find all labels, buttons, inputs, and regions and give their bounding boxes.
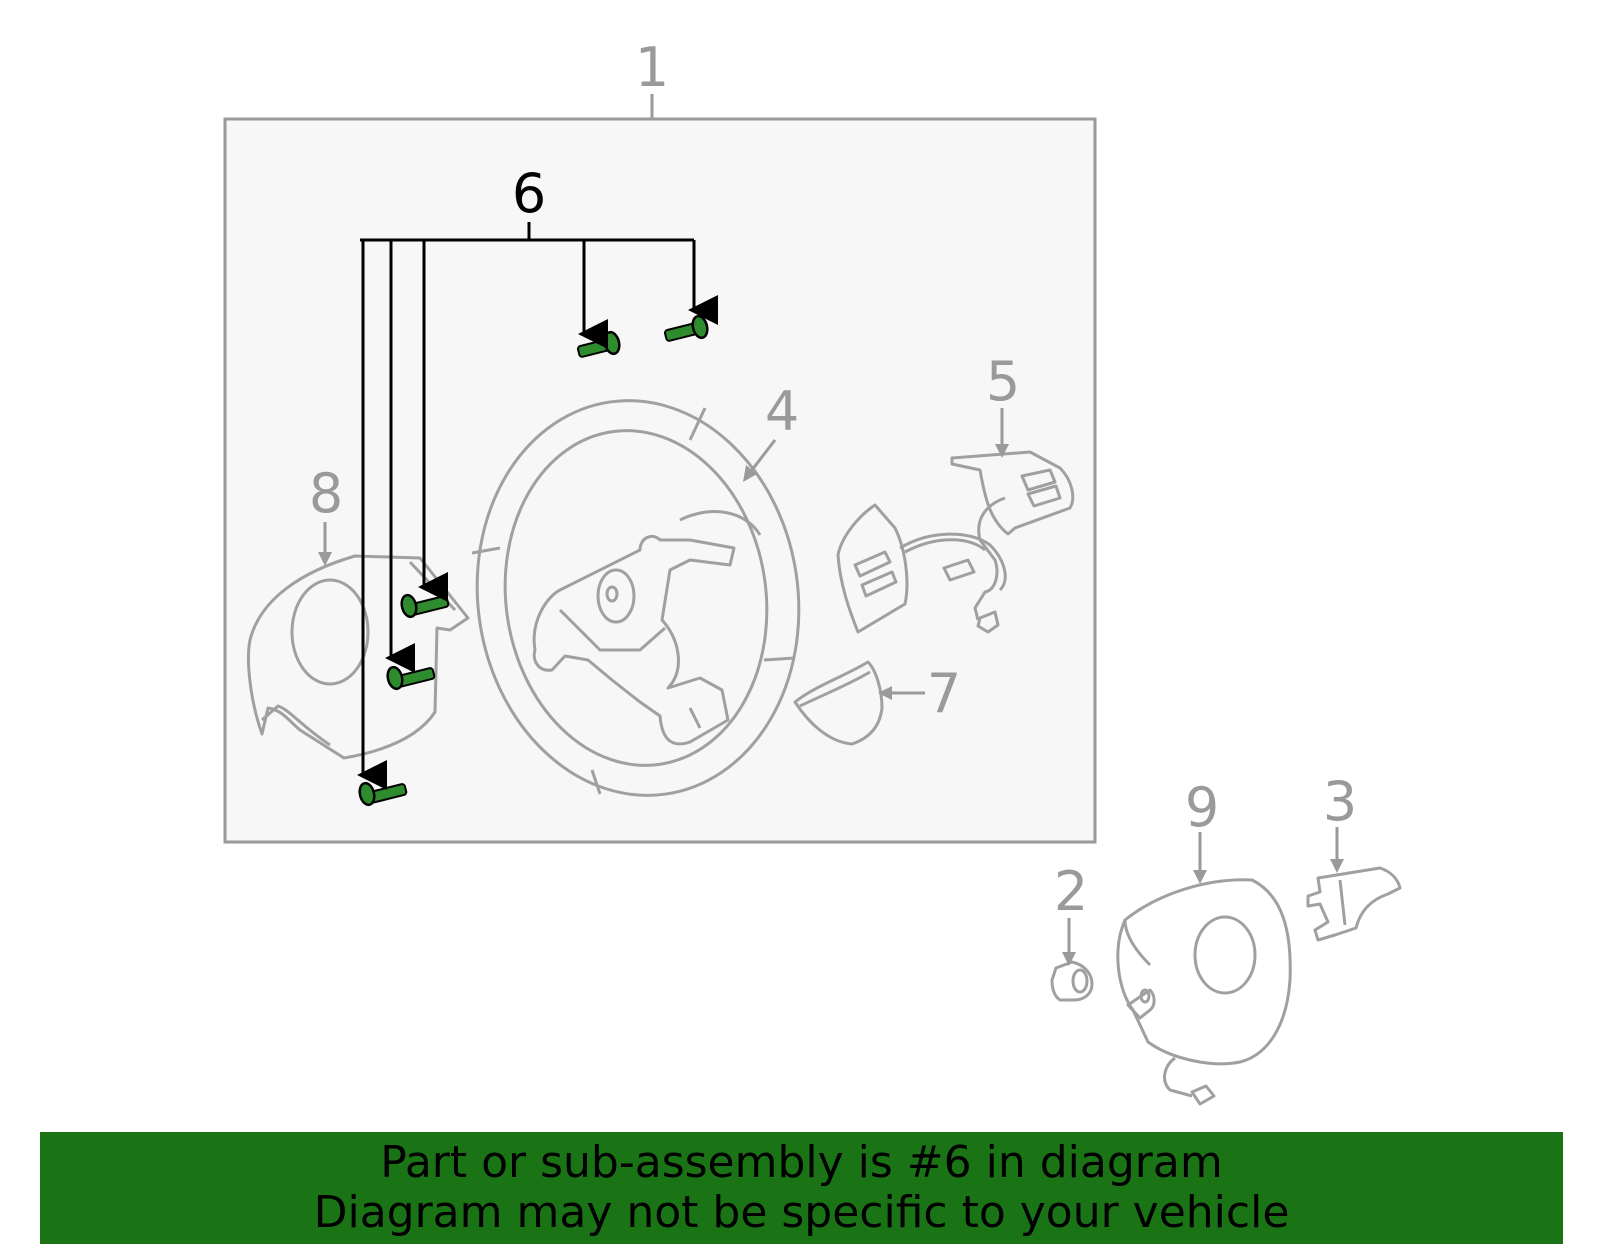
- callout-5-label: 5: [986, 350, 1020, 413]
- callout-5-arrowhead: [995, 444, 1009, 458]
- callout-6-leader-tree: [357, 222, 718, 790]
- callout-2-arrowhead: [1062, 952, 1076, 966]
- part-3-bracket[interactable]: [1306, 866, 1402, 942]
- assembly-box: [223, 117, 1097, 844]
- callout-1-label: 1: [635, 36, 669, 99]
- callout-9-arrowhead: [1193, 870, 1207, 884]
- callout-6-label: 6: [512, 162, 546, 225]
- part-4-steering-wheel[interactable]: [452, 380, 824, 817]
- callout-4-leader: [750, 439, 777, 471]
- part-2-nut[interactable]: [1050, 960, 1094, 1002]
- callout-3-label: 3: [1323, 770, 1357, 833]
- callout-2-label: 2: [1054, 860, 1088, 923]
- callout-7-label: 7: [927, 662, 961, 725]
- part-6-bolts[interactable]: [358, 314, 710, 807]
- banner-line-part: Part or sub-assembly is #6 in diagram: [380, 1137, 1223, 1188]
- part-9-airbag-module[interactable]: [1116, 878, 1292, 1106]
- callout-3-arrowhead: [1330, 859, 1344, 873]
- callout-9-label: 9: [1185, 776, 1219, 839]
- callout-4-arrowhead: [743, 465, 757, 482]
- info-banner: Part or sub-assembly is #6 in diagram Di…: [40, 1132, 1563, 1244]
- part-7-trim-cover[interactable]: [793, 660, 884, 746]
- part-5-switch-assembly[interactable]: [836, 450, 1075, 634]
- banner-line-disclaimer: Diagram may not be specific to your vehi…: [313, 1187, 1290, 1238]
- callout-8-arrowhead: [318, 552, 332, 566]
- callout-7-arrowhead: [878, 686, 892, 700]
- callout-4-label: 4: [765, 380, 799, 443]
- callout-8-label: 8: [309, 462, 343, 525]
